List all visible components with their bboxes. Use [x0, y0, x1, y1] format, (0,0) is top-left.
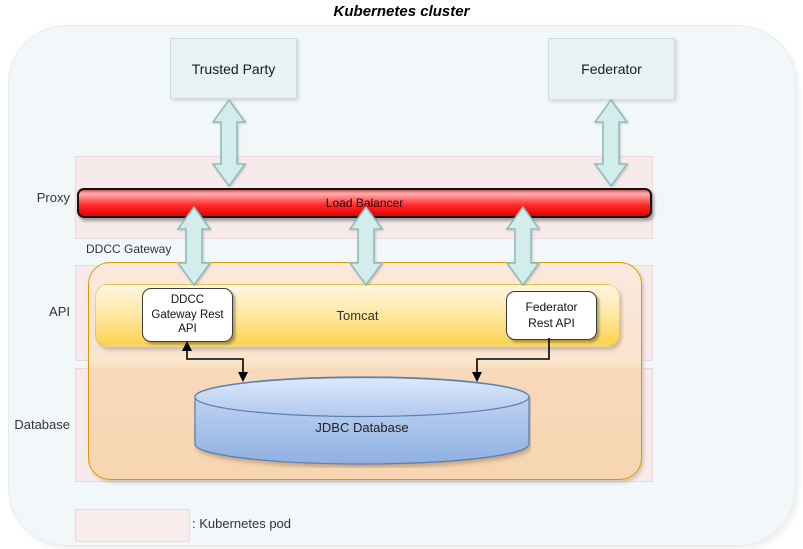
bidirectional-arrow-icon [176, 206, 212, 286]
ddcc-api-line3: API [178, 323, 197, 336]
kubernetes-pod-legend-label: : Kubernetes pod [192, 516, 292, 531]
bidirectional-arrow-icon [211, 99, 247, 187]
federator-api-line2: Rest API [528, 315, 575, 330]
database-row-label: Database [14, 417, 70, 432]
federator-label: Federator [581, 61, 642, 77]
kubernetes-pod-swatch [75, 509, 190, 542]
jdbc-database-label: JDBC Database [315, 420, 409, 435]
tomcat-label: Tomcat [336, 308, 379, 323]
federator-node: Federator [548, 38, 675, 100]
diagram-title: Kubernetes cluster [333, 3, 470, 20]
trusted-party-label: Trusted Party [191, 60, 276, 77]
bidirectional-arrow-icon [505, 206, 541, 286]
load-balancer-label: Load Balancer [325, 196, 404, 210]
federator-api-line1: Federator [525, 300, 578, 315]
bidirectional-arrow-icon [348, 206, 384, 286]
proxy-row-label: Proxy [36, 190, 70, 205]
ddcc-gateway-rest-api-node: DDCC Gateway Rest API [142, 288, 233, 342]
bidirectional-arrow-icon [593, 99, 629, 187]
trusted-party-node: Trusted Party [170, 38, 297, 99]
ddcc-api-line1: DDCC [170, 293, 205, 306]
jdbc-database-cylinder [193, 376, 531, 473]
database-cylinder-icon [194, 376, 530, 465]
api-row-label: API [49, 304, 70, 319]
federator-rest-api-node: Federator Rest API [506, 291, 597, 340]
ddcc-gateway-label: DDCC Gateway [86, 242, 172, 256]
ddcc-api-line2: Gateway Rest [151, 308, 224, 321]
